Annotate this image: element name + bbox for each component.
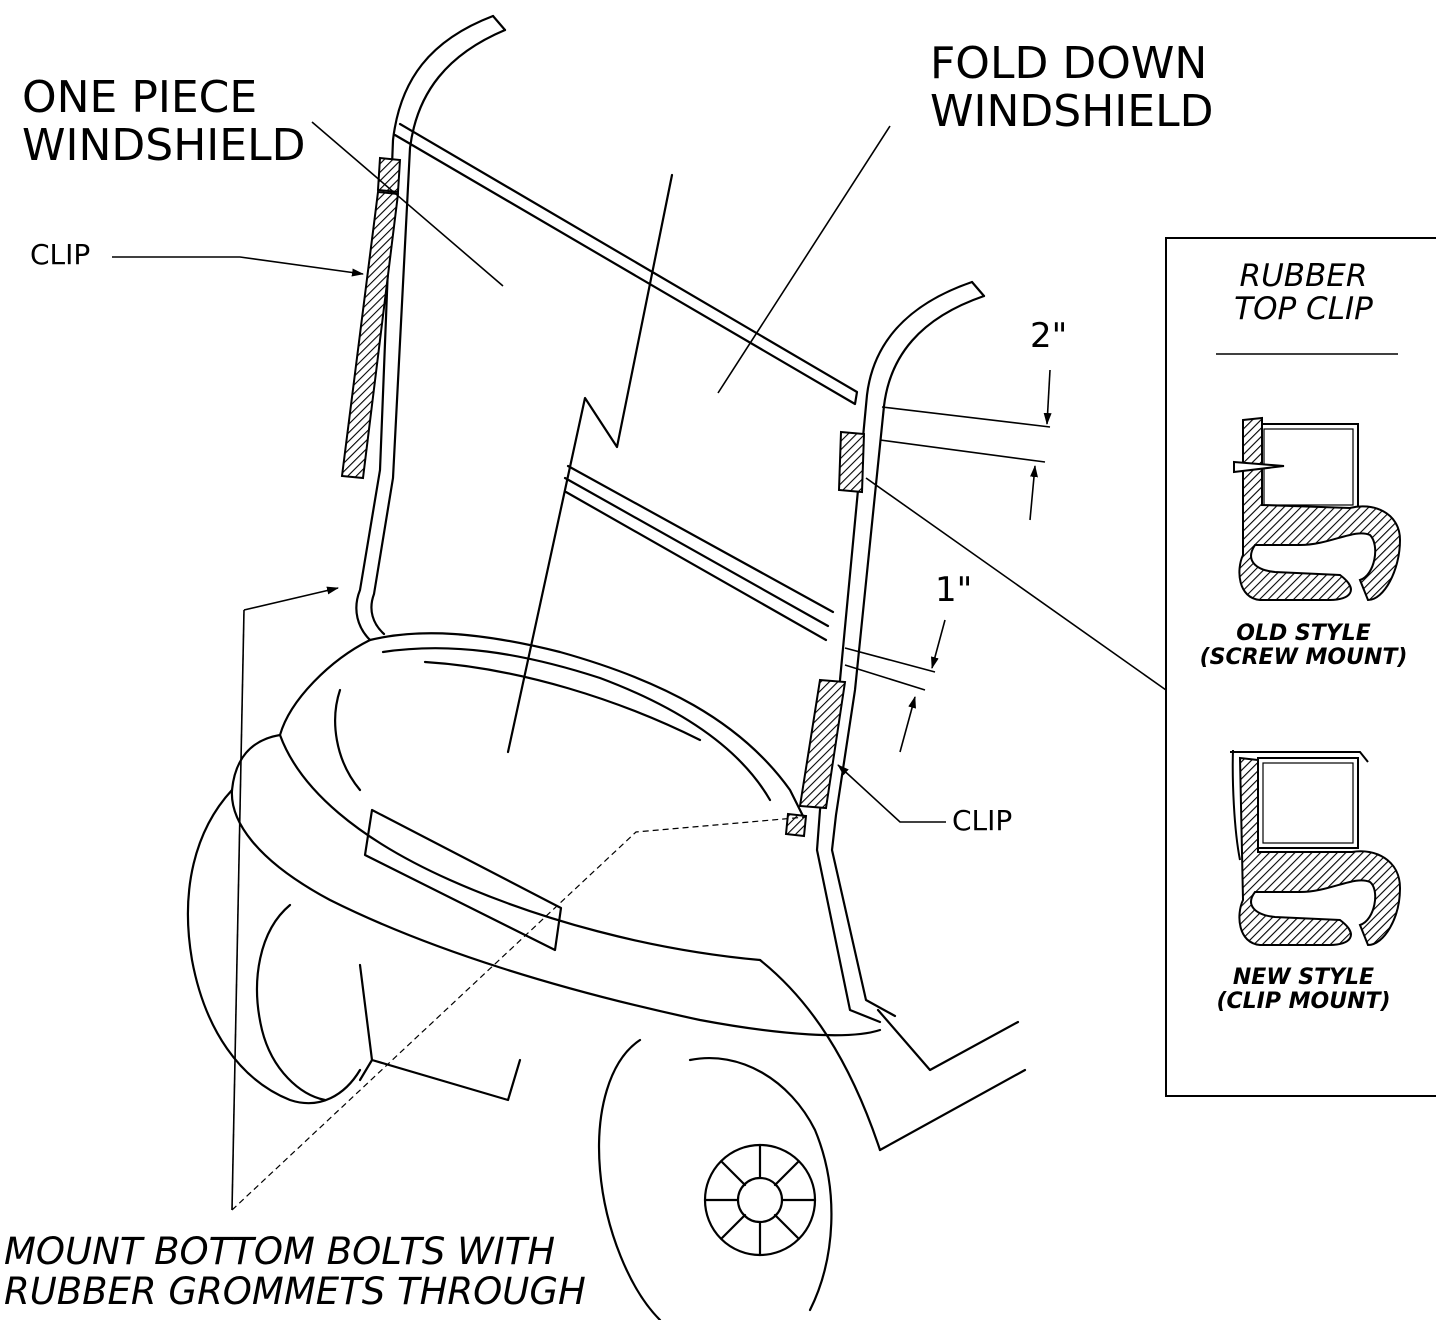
dashed-leader-a (231, 609, 245, 1211)
glass-break-line (506, 173, 674, 754)
legend-title-line-1: RUBBER (1239, 258, 1368, 294)
leader-one-piece (311, 121, 504, 287)
dim-2in-bottom-ext (879, 439, 1046, 463)
dimension-1-inch: 1" (935, 570, 973, 610)
dash-top-outer (368, 632, 807, 822)
old-style-clip-profile (1233, 416, 1402, 602)
left-frame-post-inner (370, 28, 507, 636)
dim-1in-arrow-up (899, 696, 916, 753)
dimension-2-inch: 2" (1030, 316, 1068, 356)
fold-down-glass-lower-edge (566, 464, 835, 614)
legend-box (1165, 237, 1436, 1097)
one-piece-line-2: WINDSHIELD (22, 119, 306, 171)
clip-label-left: CLIP (30, 238, 91, 271)
right-wheel (597, 1038, 662, 1320)
leader-fold-down (717, 125, 891, 394)
headlight-slot (363, 808, 563, 952)
new-style-clip-profile (1230, 749, 1402, 947)
right-frame-post-outer (815, 280, 974, 1024)
fold-down-line-1: FOLD DOWN (930, 38, 1208, 89)
clip-label-right: CLIP (952, 804, 1013, 837)
fold-down-windshield-label: FOLD DOWN WINDSHIELD (930, 40, 1213, 135)
front-shell (230, 638, 882, 1037)
legend-title-line-2: TOP CLIP (1234, 291, 1373, 328)
dim-1in-bottom-ext (844, 664, 926, 691)
leader-clip-right (837, 764, 946, 823)
dim-1in-top-ext (844, 647, 936, 673)
dim-2in-arrow-down (1043, 369, 1052, 425)
new-style-line-1: NEW STYLE (1232, 965, 1375, 990)
left-wheel (186, 788, 362, 1105)
bottom-mount-bracket (784, 812, 808, 838)
old-style-line-2: (SCREW MOUNT) (1199, 644, 1408, 670)
left-post-clip (340, 190, 400, 480)
leader-clip-left (112, 256, 364, 277)
dash-top-inner (381, 647, 772, 802)
one-piece-glass-outline (393, 122, 859, 406)
leader-mount-a (243, 586, 339, 611)
dim-2in-top-ext (881, 406, 1051, 428)
legend-title: RUBBER TOP CLIP (1166, 258, 1436, 328)
mount-note-line-2: RUBBER GROMMETS THROUGH (4, 1269, 586, 1313)
right-post-clip-lower (798, 678, 847, 810)
mount-bolts-note: MOUNT BOTTOM BOLTS WITH RUBBER GROMMETS … (4, 1232, 586, 1312)
old-style-line-1: OLD STYLE (1236, 621, 1371, 646)
dashed-leader-b (231, 816, 807, 1211)
new-style-line-2: (CLIP MOUNT) (1216, 988, 1391, 1014)
dim-1in-arrow-down (931, 619, 946, 669)
dim-2in-arrow-up (1029, 465, 1038, 521)
leader-to-legend (865, 477, 1167, 691)
new-style-caption: NEW STYLE (CLIP MOUNT) (1166, 966, 1436, 1014)
one-piece-windshield-label: ONE PIECE WINDSHIELD (22, 74, 305, 169)
mount-note-line-1: MOUNT BOTTOM BOLTS WITH (4, 1230, 556, 1273)
one-piece-line-1: ONE PIECE (22, 72, 258, 123)
left-frame-post-outer (355, 14, 495, 642)
old-style-caption: OLD STYLE (SCREW MOUNT) (1166, 622, 1436, 670)
right-post-clip-upper (837, 430, 866, 494)
left-post-clip-upper (376, 156, 402, 194)
fold-down-line-2: WINDSHIELD (930, 85, 1214, 137)
